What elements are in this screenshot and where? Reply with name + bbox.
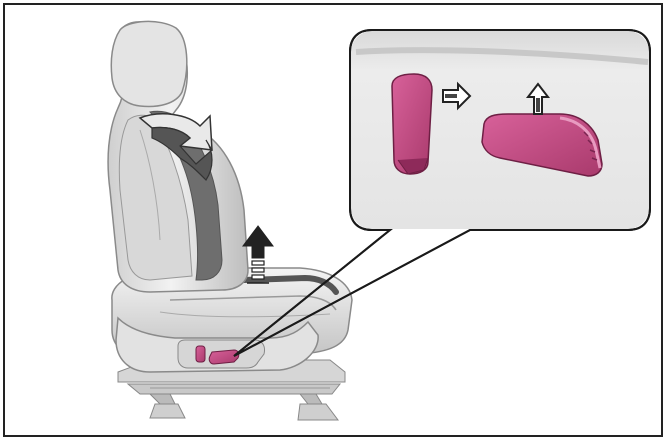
slide-switch — [196, 346, 205, 362]
headrest — [111, 21, 187, 106]
lift-recline-switch — [209, 350, 239, 364]
slide-switch-magnified — [392, 74, 432, 174]
